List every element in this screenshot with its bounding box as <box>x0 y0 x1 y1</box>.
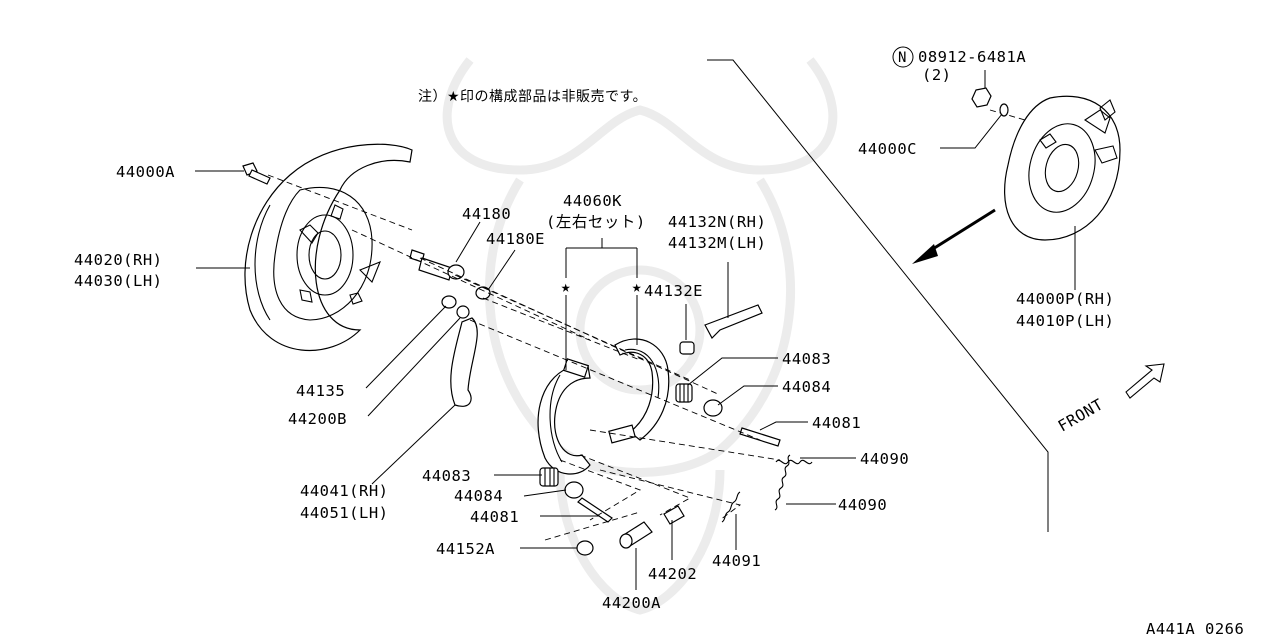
label-44135: 44135 <box>296 382 345 400</box>
star-mark-left: ★ <box>561 277 571 296</box>
cap-44152A <box>576 540 594 556</box>
label-44200B: 44200B <box>288 410 347 428</box>
backing-plate-left <box>244 143 413 352</box>
spring-44091 <box>721 491 741 523</box>
spring-44132E <box>679 341 695 355</box>
label-44051-lh: 44051(LH) <box>300 504 389 522</box>
label-08912-qty: (2) <box>922 66 952 84</box>
direction-arrow <box>912 208 996 264</box>
label-44090-a: 44090 <box>860 450 909 468</box>
spring-44083-right <box>675 383 693 403</box>
washer-44200B <box>456 305 470 319</box>
label-44180E: 44180E <box>486 230 545 248</box>
pin-44081-left <box>577 497 613 523</box>
label-44020-rh: 44020(RH) <box>74 251 163 269</box>
label-44090-b: 44090 <box>838 496 887 514</box>
label-08912-6481A: 08912-6481A <box>918 48 1026 66</box>
strut-44132N <box>704 304 763 339</box>
label-44081-right: 44081 <box>812 414 861 432</box>
washer-44000C <box>999 103 1009 117</box>
assembly-dashed-lines <box>267 109 1026 541</box>
bolt-44000A <box>242 162 271 185</box>
label-44202: 44202 <box>648 565 697 583</box>
label-44180: 44180 <box>462 205 511 223</box>
label-44010P-lh: 44010P(LH) <box>1016 312 1114 330</box>
label-44132E: 44132E <box>644 282 703 300</box>
label-44091: 44091 <box>712 552 761 570</box>
nut-symbol: N <box>898 50 907 66</box>
part-labels: N 08912-6481A (2) 44000C 44000P(RH) 4401… <box>74 46 1244 638</box>
brake-shoe-right <box>608 338 670 444</box>
star-mark-right: ★ <box>632 277 642 296</box>
label-44060K-sub: (左右セット) <box>546 213 646 231</box>
front-label: FRONT <box>1055 395 1107 435</box>
pin-44081-right <box>739 427 781 447</box>
label-44000C: 44000C <box>858 140 917 158</box>
label-44084-left: 44084 <box>454 487 503 505</box>
note-text: 注）★印の構成部品は非販売です。 <box>418 89 647 105</box>
nut-08912-6481A <box>971 87 992 108</box>
label-44000P-rh: 44000P(RH) <box>1016 290 1114 308</box>
nut-symbol-icon <box>892 46 914 68</box>
washer-44180E <box>475 286 491 300</box>
backing-plate-assembly-right <box>1004 95 1121 241</box>
label-44041-rh: 44041(RH) <box>300 482 389 500</box>
section-divider-line <box>707 59 1049 532</box>
label-44083-left: 44083 <box>422 467 471 485</box>
cup-44084-right <box>703 399 723 417</box>
adjuster-44200A <box>619 521 653 549</box>
label-44084-right: 44084 <box>782 378 831 396</box>
spring-44090-b <box>774 454 791 511</box>
nut-44202 <box>663 505 685 525</box>
label-44132N-rh: 44132N(RH) <box>668 213 766 231</box>
leader-lines <box>195 70 1076 590</box>
brake-shoe-left <box>537 358 591 475</box>
label-44060K: 44060K <box>563 192 622 210</box>
spring-44083-left <box>539 467 559 487</box>
cup-44084-left <box>564 481 584 499</box>
spring-44090-a <box>775 459 813 465</box>
label-44030-lh: 44030(LH) <box>74 272 163 290</box>
label-44083-right: 44083 <box>782 350 831 368</box>
label-44152A: 44152A <box>436 540 495 558</box>
label-44000A: 44000A <box>116 163 175 181</box>
label-44132M-lh: 44132M(LH) <box>668 234 766 252</box>
front-arrow-icon <box>1125 363 1165 399</box>
lever-44041 <box>450 317 478 407</box>
label-44200A: 44200A <box>602 594 661 612</box>
washer-44135 <box>441 295 457 309</box>
drawing-code: A441A 0266 <box>1146 620 1244 638</box>
label-44081-left: 44081 <box>470 508 519 526</box>
